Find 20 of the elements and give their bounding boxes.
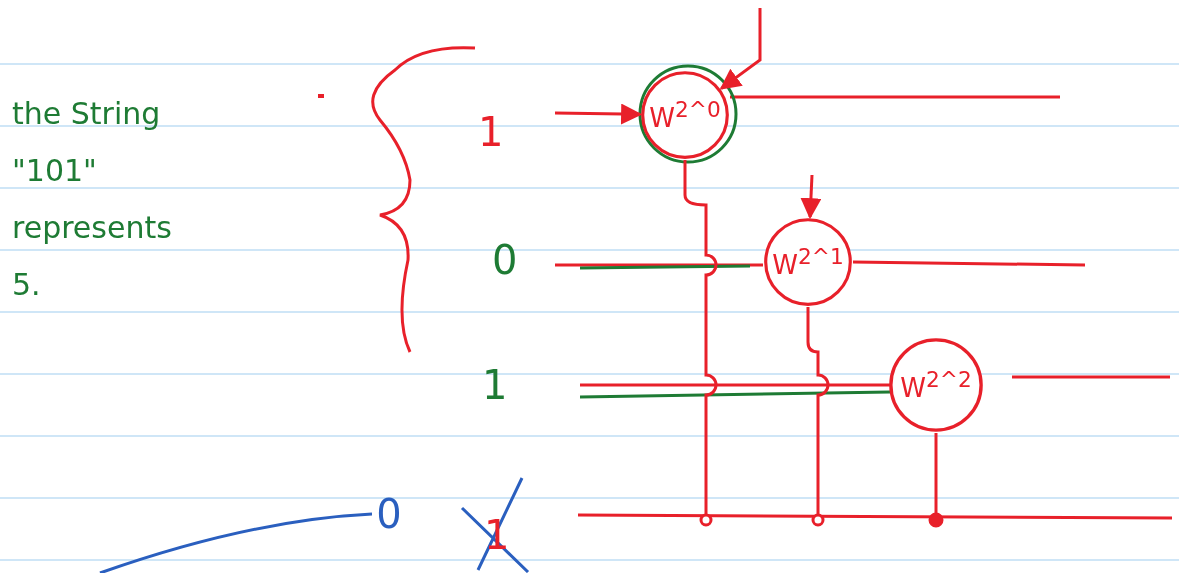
control-dot (699, 513, 713, 527)
gate-label: W$^{2^2}$ (900, 367, 972, 403)
note-text: the String "101" represents 5. (12, 95, 173, 304)
control-dot (928, 512, 944, 528)
control-line (806, 307, 830, 514)
control-line (683, 160, 718, 514)
leader-line (99, 512, 373, 573)
gate-label: W$^{2^1}$ (772, 244, 844, 280)
bit-label: 0 (492, 240, 519, 280)
bit-label: 1 (482, 365, 506, 405)
arrow (800, 174, 822, 220)
control-dot (811, 513, 825, 527)
gate-circle (640, 70, 730, 160)
control-line (934, 433, 938, 513)
bit-label: 1 (478, 112, 502, 152)
value-text: 0 (372, 490, 406, 538)
arrow (719, 8, 762, 90)
gate-label: W$^{2^0}$ (649, 97, 721, 133)
gate-circle (888, 337, 984, 433)
gate-circle (763, 217, 853, 307)
